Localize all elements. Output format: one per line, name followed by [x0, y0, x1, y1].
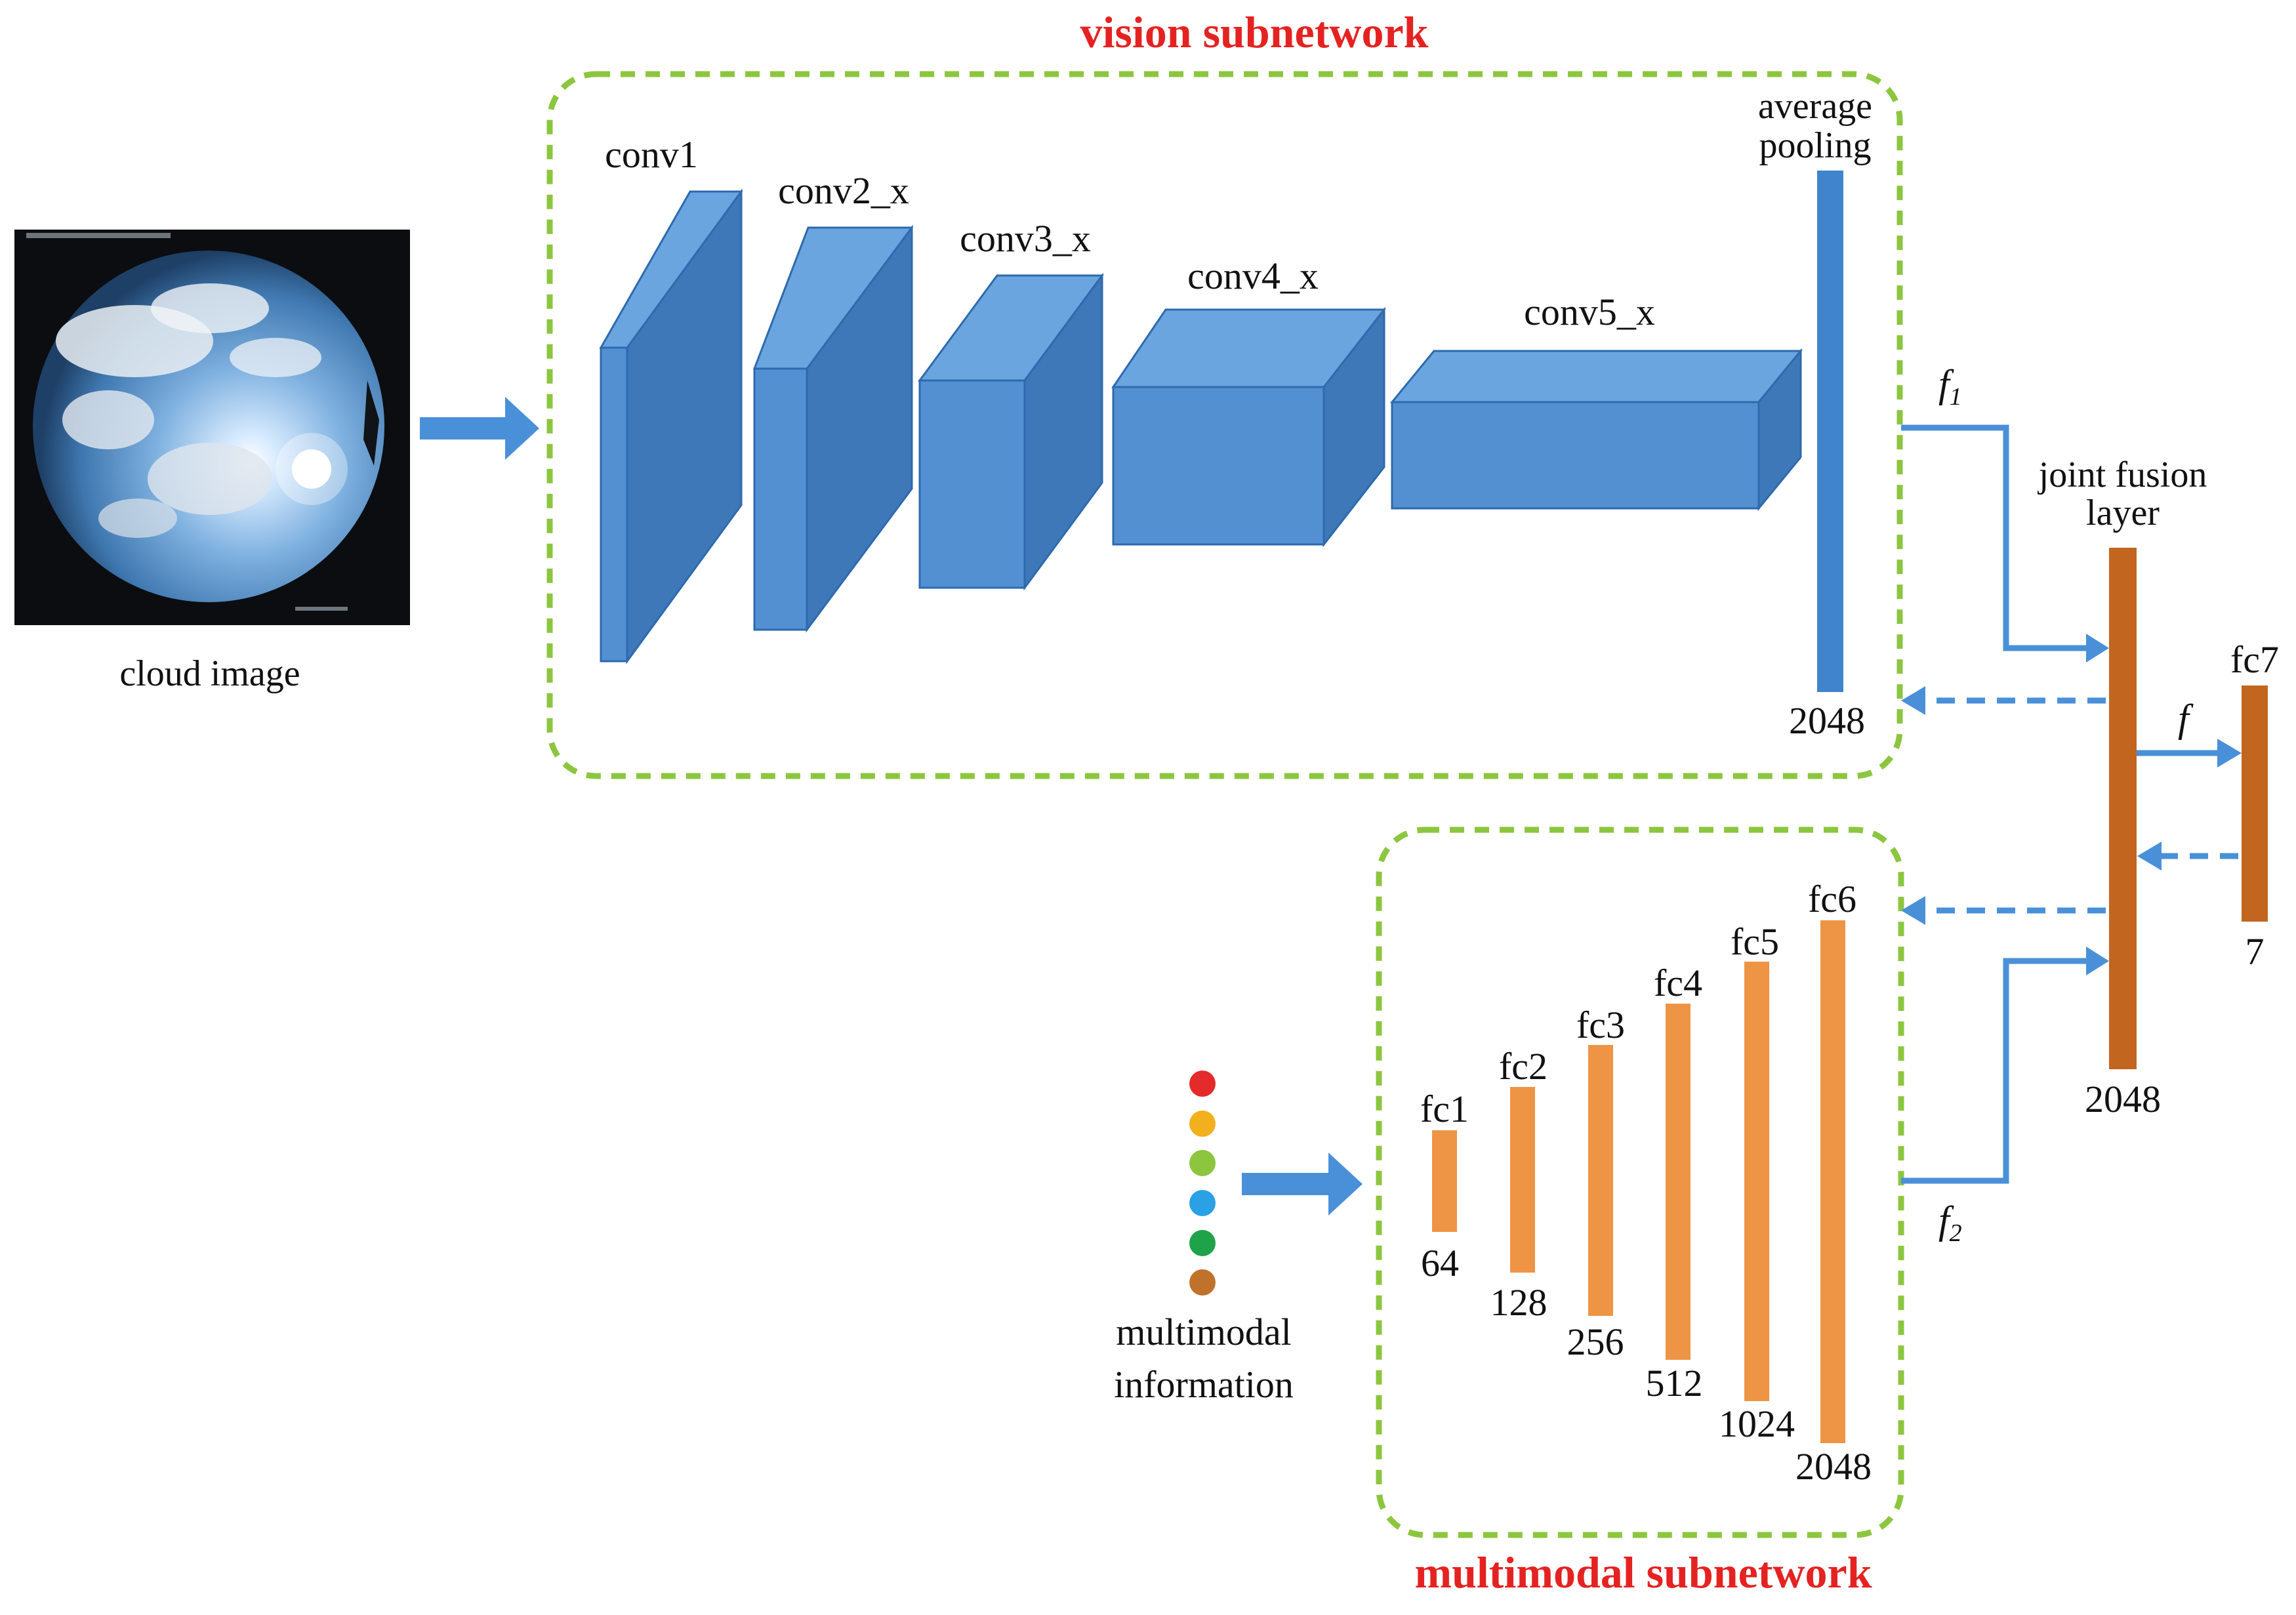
joint-fusion-size: 2048 [2085, 1078, 2161, 1120]
multimodal-input-arrow [1242, 1153, 1363, 1216]
conv3-block [918, 272, 1104, 591]
fc4-bar [1666, 1004, 1691, 1360]
conv4-label: conv4_x [1187, 255, 1319, 297]
conv5-block [1389, 348, 1803, 512]
multimodal-dot-6 [1189, 1269, 1216, 1296]
fc5-bar [1744, 962, 1769, 1401]
vision-subnetwork-frame [546, 71, 1903, 779]
fc2-bar [1510, 1087, 1535, 1273]
backprop-arrow-to-vision [1901, 686, 2106, 715]
fc1-size: 64 [1421, 1242, 1459, 1284]
fc6-layer: fc6 2048 [1795, 878, 1872, 1488]
multimodal-dot-2 [1189, 1111, 1216, 1137]
fc4-layer: fc4 512 [1646, 962, 1703, 1404]
average-pooling-label-line2: pooling [1759, 125, 1871, 166]
average-pooling-size: 2048 [1789, 699, 1865, 742]
fc6-size: 2048 [1795, 1445, 1872, 1488]
fc2-layer: fc2 128 [1490, 1045, 1548, 1324]
multimodal-info-label-line1: multimodal [1116, 1311, 1291, 1353]
cloud-input-arrow [420, 397, 539, 460]
multimodal-dot-1 [1189, 1071, 1216, 1097]
fc6-bar [1820, 920, 1845, 1443]
f2-label: f2 [1938, 1198, 1962, 1247]
fc1-label: fc1 [1420, 1088, 1469, 1130]
multimodal-dot-4 [1189, 1190, 1216, 1216]
vision-subnetwork-title: vision subnetwork [1080, 7, 1429, 57]
fc7-bar [2242, 685, 2268, 922]
conv4-block [1111, 306, 1386, 548]
joint-fusion-label-line2: layer [2086, 493, 2160, 533]
fc5-size: 1024 [1719, 1402, 1795, 1445]
multimodal-dots [1189, 1071, 1216, 1296]
multimodal-dot-5 [1189, 1230, 1216, 1256]
conv5-label: conv5_x [1524, 291, 1655, 333]
f2-connector-arrow [1901, 947, 2109, 1184]
fc6-label: fc6 [1808, 878, 1856, 920]
fc5-label: fc5 [1731, 920, 1779, 963]
fc1-bar [1432, 1130, 1457, 1232]
fc5-layer: fc5 1024 [1719, 920, 1795, 1445]
conv2-label: conv2_x [778, 169, 909, 212]
joint-fusion-label-line1: joint fusion [2038, 455, 2207, 495]
fc3-label: fc3 [1576, 1004, 1625, 1046]
f-label: f [2178, 697, 2194, 740]
multimodal-info-label-line2: information [1114, 1363, 1294, 1406]
average-pooling-bar [1817, 171, 1843, 692]
f1-connector-arrow [1901, 424, 2109, 663]
multimodal-dot-3 [1189, 1150, 1216, 1176]
fc4-size: 512 [1646, 1362, 1703, 1404]
fc2-label: fc2 [1499, 1045, 1548, 1088]
fc7-label: fc7 [2230, 638, 2279, 681]
backprop-arrow-to-multimodal [1901, 896, 2106, 925]
backprop-arrow-to-fusion [2137, 842, 2238, 870]
f1-label: f1 [1938, 362, 1962, 411]
joint-fusion-bar [2109, 548, 2137, 1069]
fc3-size: 256 [1567, 1320, 1624, 1363]
fc2-size: 128 [1490, 1281, 1548, 1324]
fc4-label: fc4 [1654, 962, 1702, 1004]
conv1-label: conv1 [605, 133, 698, 176]
fc3-bar [1588, 1045, 1613, 1316]
fc7-size: 7 [2245, 930, 2265, 973]
conv1-block [599, 188, 743, 664]
f-connector-arrow [2137, 739, 2242, 767]
fc3-layer: fc3 256 [1567, 1004, 1626, 1363]
fc1-layer: fc1 64 [1420, 1088, 1469, 1284]
cloud-image [14, 230, 410, 625]
multimodal-subnetwork-title: multimodal subnetwork [1414, 1547, 1872, 1597]
average-pooling-label-line1: average [1758, 86, 1872, 127]
conv2-block [752, 224, 914, 633]
conv3-label: conv3_x [960, 217, 1091, 260]
cloud-image-label: cloud image [119, 653, 300, 694]
